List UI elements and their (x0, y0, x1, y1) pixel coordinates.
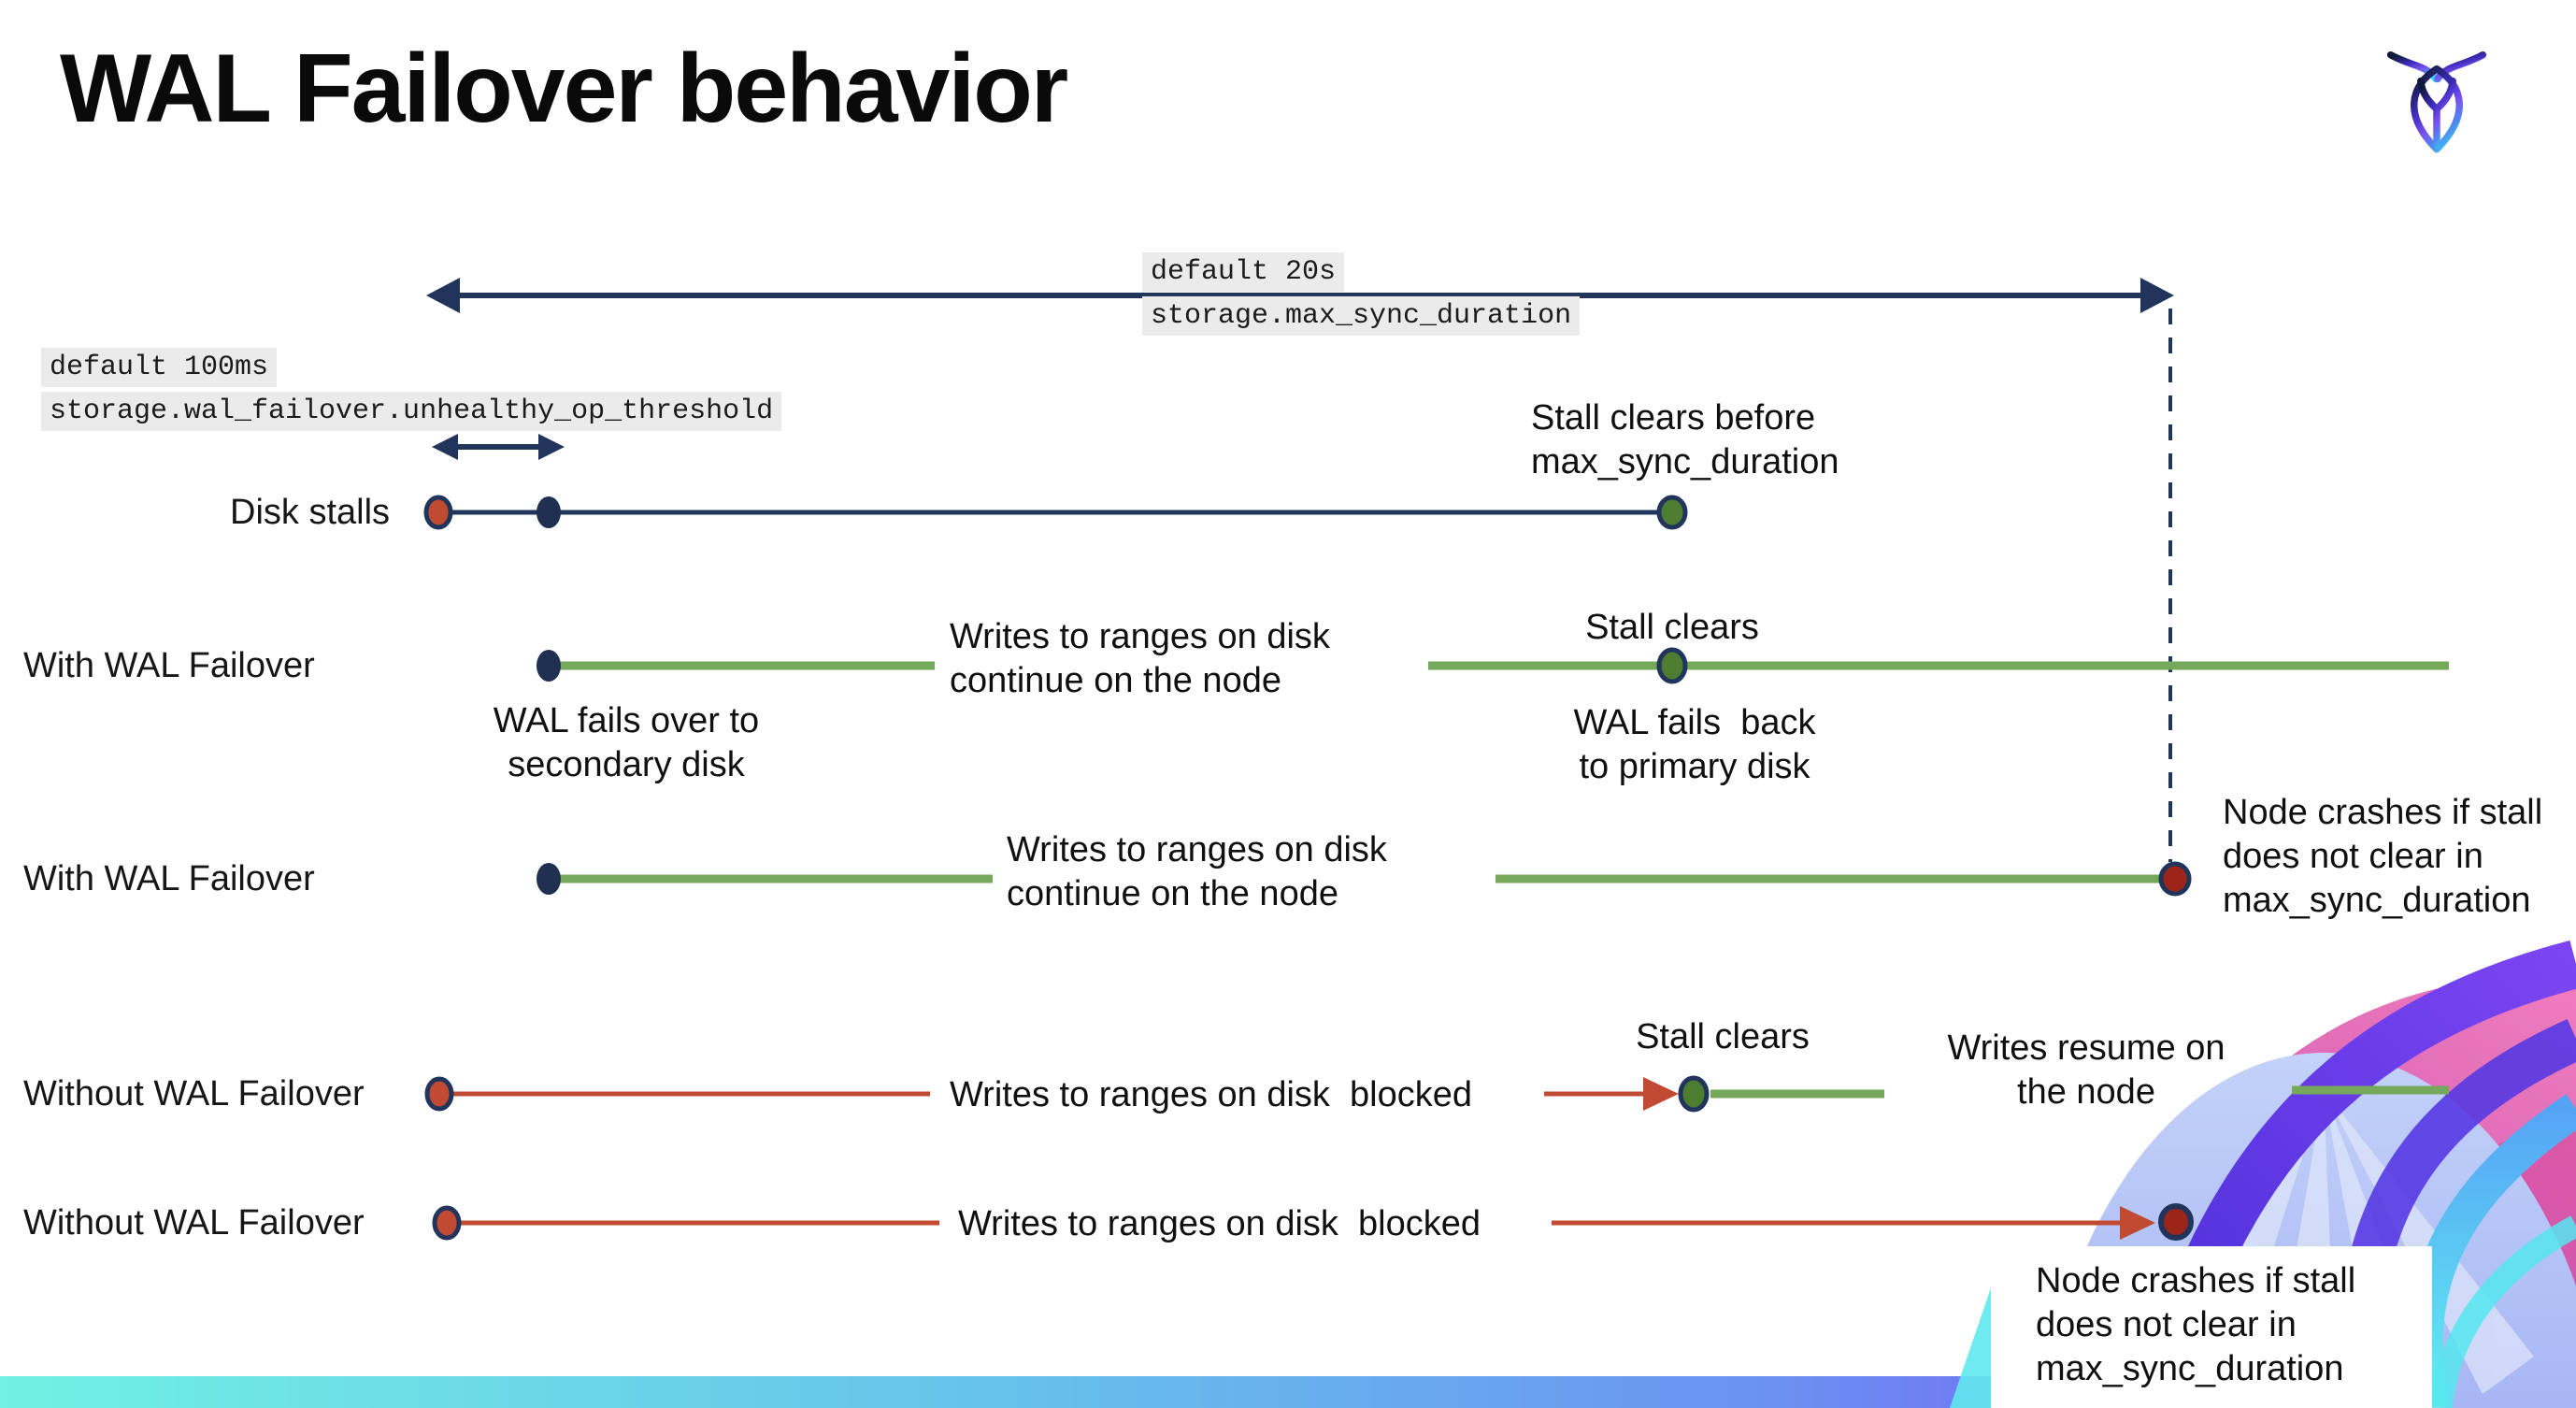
row5-blocked-note: Writes to ranges on disk blocked (958, 1204, 1481, 1243)
unhealthy-op-threshold-arrow (432, 434, 565, 460)
row1-label: Disk stalls (230, 493, 391, 532)
row4-resume-note: Writes resume on the node (1947, 1028, 2225, 1112)
row1-stall-clears-dot (1656, 495, 1688, 530)
row1-stall-start-dot (423, 495, 453, 530)
max-sync-setting-name: storage.max_sync_duration (1142, 296, 1581, 336)
max-sync-default-value: default 20s (1142, 252, 1345, 292)
row4-stall-clears-note: Stall clears (1636, 1017, 1810, 1056)
row4-label: Without WAL Failover (23, 1074, 365, 1113)
threshold-setting-name: storage.wal_failover.unhealthy_op_thresh… (41, 392, 782, 431)
row2-label: With WAL Failover (23, 646, 315, 685)
row2-failback-note: WAL fails back to primary disk (1573, 703, 1816, 786)
row3-crash-note: Node crashes if stall does not clear in … (2223, 793, 2543, 920)
row2-stall-clears-dot (1656, 647, 1688, 684)
cockroachdb-logo-icon (2386, 50, 2487, 153)
row1-stall-clears-note: Stall clears before max_sync_duration (1531, 398, 1839, 481)
row5-stall-start-dot (432, 1205, 462, 1241)
row4-stall-start-dot (424, 1076, 454, 1112)
row4-blocked-note: Writes to ranges on disk blocked (950, 1075, 1473, 1114)
row1-threshold-dot (537, 496, 561, 528)
row3-crash-dot (2158, 861, 2192, 897)
max-sync-duration-label: default 20s storage.max_sync_duration (1142, 252, 1581, 336)
row2-failover-note: WAL fails over to secondary disk (493, 701, 760, 784)
row3-writes-note: Writes to ranges on disk continue on the… (1007, 830, 1387, 913)
unhealthy-op-threshold-label: default 100ms storage.wal_failover.unhea… (41, 348, 782, 431)
row2-failover-dot (537, 650, 561, 682)
row5-label: Without WAL Failover (23, 1203, 365, 1243)
crash-note-without-failover: Node crashes if stall does not clear in … (2036, 1261, 2356, 1388)
artwork-cyan-arc-2 (2430, 1215, 2576, 1408)
crash-callout-box: Node crashes if stall does not clear in … (1991, 1246, 2432, 1408)
row2-writes-note: Writes to ranges on disk continue on the… (950, 617, 1330, 700)
row2-stall-clears-note: Stall clears (1585, 608, 1759, 647)
row3-label: With WAL Failover (23, 859, 315, 898)
threshold-default-value: default 100ms (41, 348, 278, 387)
row3-failover-dot (537, 863, 561, 895)
page-title: WAL Failover behavior (60, 35, 1068, 143)
row4-red-arrowhead (1643, 1077, 1679, 1111)
row4-stall-clears-dot (1678, 1075, 1710, 1113)
